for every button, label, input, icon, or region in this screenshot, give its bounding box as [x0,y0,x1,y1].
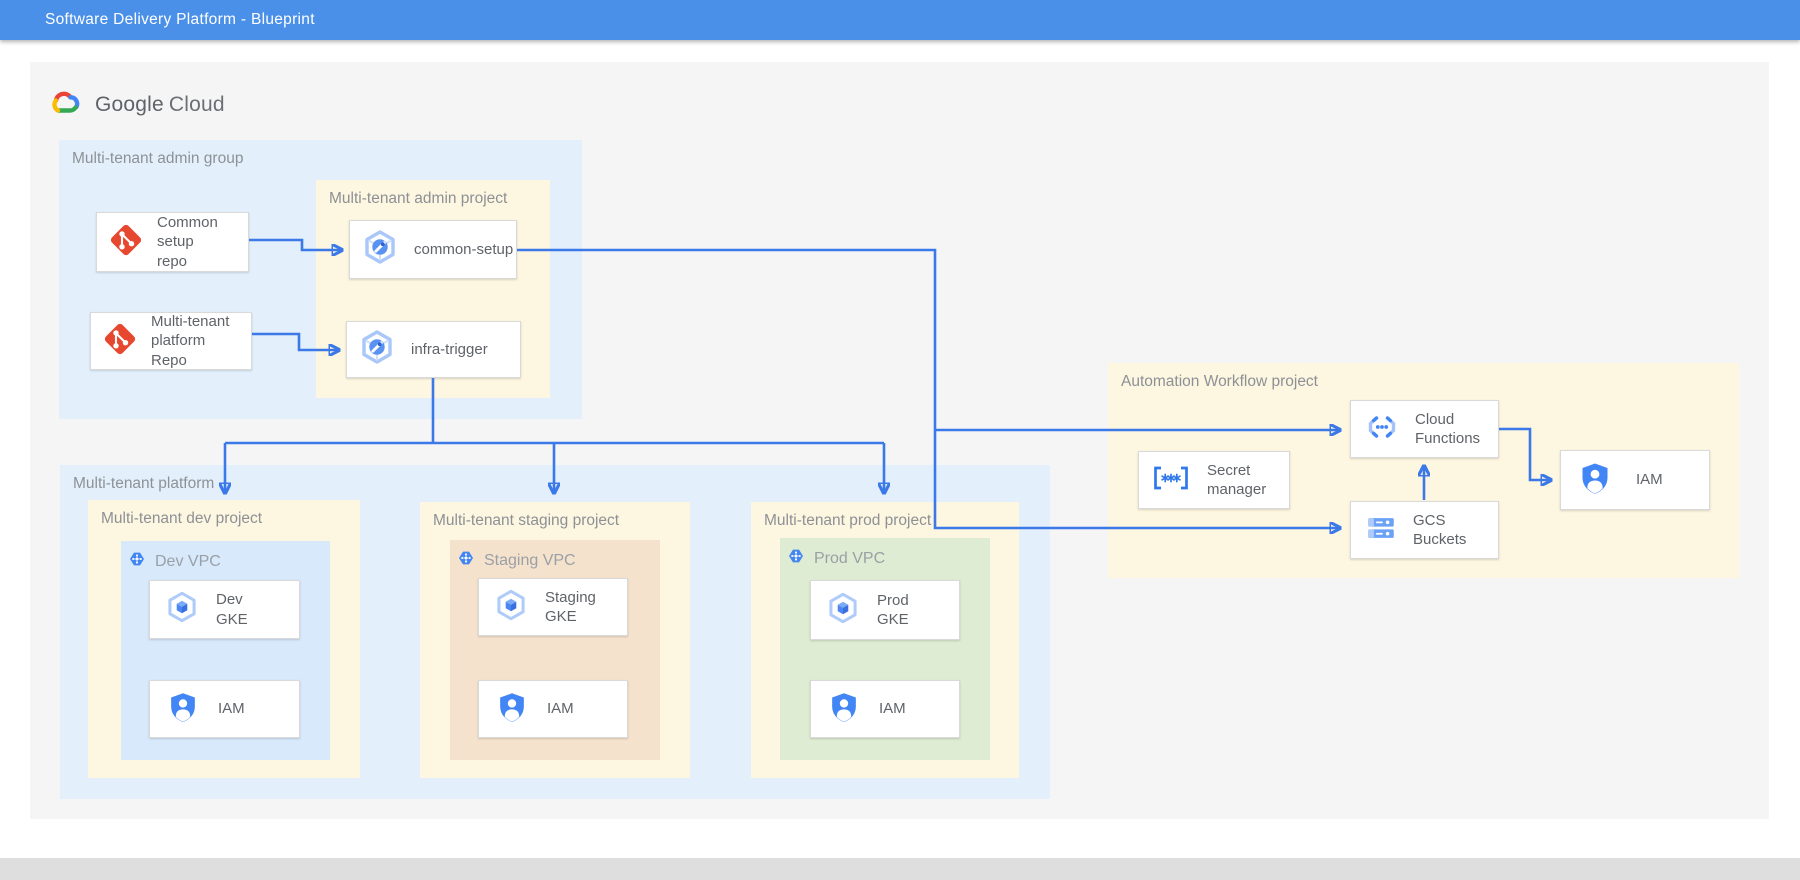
iam-shield-icon [494,689,530,730]
node-prod-iam: IAM [810,680,960,738]
node-label: Cloud Functions [1415,410,1481,447]
gke-icon [826,591,860,630]
git-icon [107,221,145,264]
secret-manager-icon [1149,461,1193,500]
node-staging-iam: IAM [478,680,628,738]
page-title: Software Delivery Platform - Blueprint [45,11,315,28]
gke-icon [494,588,528,627]
staging-vpc-label: Staging VPC [484,551,576,569]
node-label: IAM [1636,471,1663,489]
window-titlebar: Software Delivery Platform - Blueprint [0,0,1800,40]
node-secret-manager: Secret manager [1138,451,1290,509]
admin-group-label: Multi-tenant admin group [72,150,244,167]
node-label: IAM [547,700,574,718]
node-platform-repo: Multi-tenant platform Repo [90,312,252,370]
node-label: common-setup [414,240,514,258]
iam-shield-icon [826,689,862,730]
node-label: IAM [218,700,245,718]
footer-strip [0,858,1800,880]
node-infra-trigger: infra-trigger [346,321,521,378]
node-label: infra-trigger [411,340,488,358]
admin-project-label: Multi-tenant admin project [329,190,508,207]
prod-vpc-label: Prod VPC [814,549,886,567]
node-common-setup-repo: Common setup repo [96,212,249,272]
node-dev-gke: Dev GKE [149,580,300,639]
dev-project-label: Multi-tenant dev project [101,510,263,527]
node-dev-iam: IAM [149,680,300,738]
node-label: Staging GKE [545,588,596,625]
staging-project-label: Multi-tenant staging project [433,512,620,529]
node-cloud-functions: Cloud Functions [1350,400,1499,458]
node-label: Common setup repo [157,214,218,270]
dev-vpc-label: Dev VPC [155,552,221,570]
node-label: IAM [879,700,906,718]
cloud-storage-icon [1364,511,1398,550]
prod-project-label: Multi-tenant prod project [764,512,932,529]
node-label: Prod GKE [877,591,909,628]
vpc-network-icon [457,549,475,572]
gke-icon [165,590,199,629]
node-common-setup: common-setup [349,220,517,279]
node-iam: IAM [1560,450,1710,510]
node-label: Secret manager [1207,461,1267,498]
node-gcs-buckets: GCS Buckets [1350,501,1499,559]
cloud-functions-icon [1364,409,1400,450]
vpc-network-icon [128,550,146,573]
cloud-build-icon [358,328,396,371]
automation-project-label: Automation Workflow project [1121,373,1318,390]
staging-vpc-header: Staging VPC [457,549,576,572]
iam-shield-icon [1576,459,1614,502]
node-label: GCS Buckets [1413,511,1467,548]
cloud-build-icon [361,228,399,271]
platform-label: Multi-tenant platform [73,475,215,492]
git-icon [101,320,139,363]
node-staging-gke: Staging GKE [478,578,628,636]
google-cloud-logo-icon [45,88,85,121]
node-prod-gke: Prod GKE [810,580,960,640]
node-label: Multi-tenant platform Repo [151,313,230,369]
iam-shield-icon [165,689,201,730]
node-label: Dev GKE [216,591,248,628]
prod-vpc-header: Prod VPC [787,547,885,570]
dev-vpc-header: Dev VPC [128,550,221,573]
vpc-network-icon [787,547,805,570]
